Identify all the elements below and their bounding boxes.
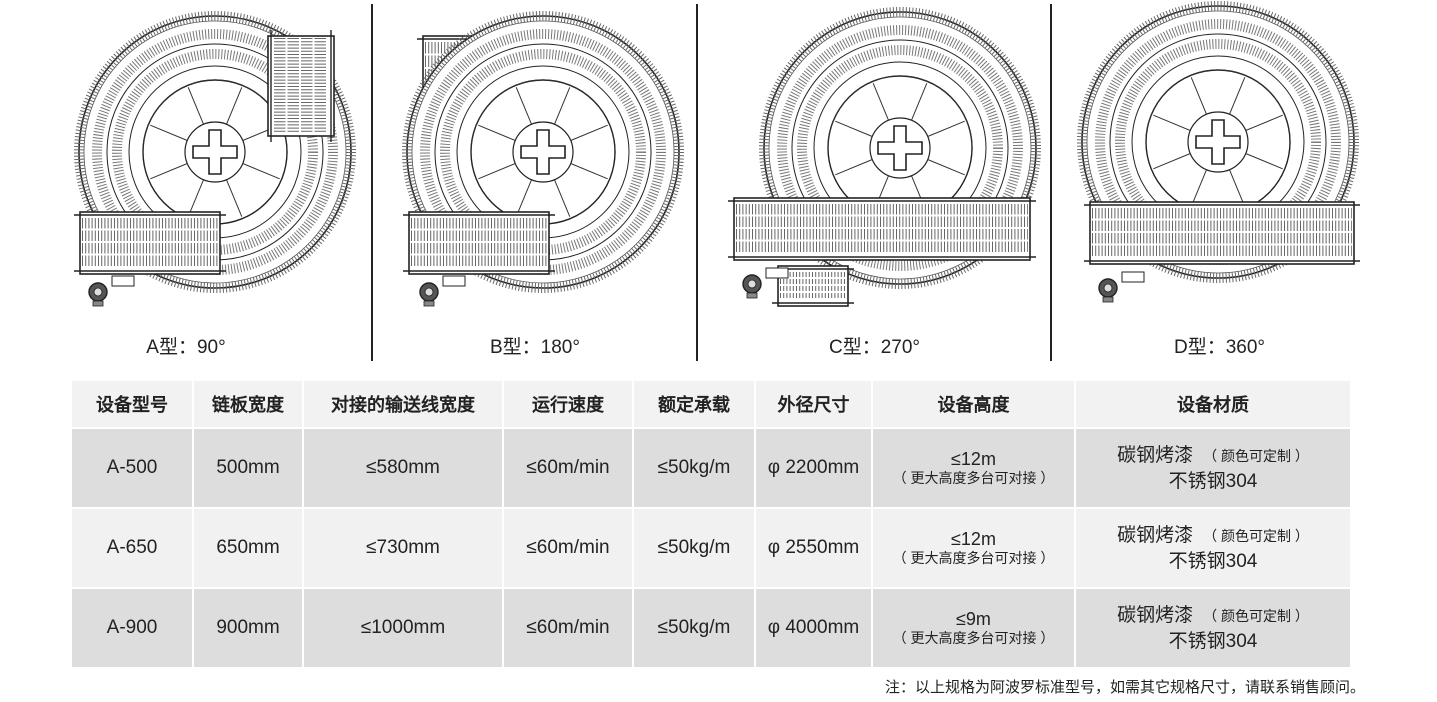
- material-note: （ 颜色可定制 ）: [1203, 447, 1309, 464]
- cell-material: 碳钢烤漆 （ 颜色可定制 ） 不锈钢304: [1075, 587, 1350, 667]
- straight-section-bottom: [728, 197, 1036, 261]
- drive-motor: [742, 267, 789, 299]
- cell-speed: ≤60m/min: [503, 507, 634, 588]
- divider-line-3: [1050, 4, 1052, 361]
- straight-section-bottom: [403, 211, 555, 275]
- cell-model: A-900: [72, 587, 194, 667]
- spec-table: 设备型号 链板宽度 对接的输送线宽度 运行速度 额定承载 外径尺寸 设备高度 设…: [72, 381, 1350, 667]
- cell-diameter: φ 2550mm: [755, 507, 873, 588]
- conveyor-diagram-d: [1077, 1, 1360, 303]
- diagram-caption-a: A型：90°: [146, 337, 226, 358]
- chain-slats-outer: [402, 11, 684, 293]
- drive-motor: [1098, 271, 1145, 303]
- material-primary: 碳钢烤漆: [1117, 444, 1194, 466]
- material-primary: 碳钢烤漆: [1117, 604, 1194, 626]
- header-speed: 运行速度: [503, 381, 634, 428]
- material-primary: 碳钢烤漆: [1117, 524, 1194, 546]
- drive-motor: [88, 275, 135, 307]
- height-value: ≤9m: [956, 609, 991, 629]
- straight-section-bottom: [74, 211, 226, 275]
- height-value: ≤12m: [951, 449, 996, 469]
- cell-line-width: ≤580mm: [303, 427, 504, 508]
- cell-line-width: ≤730mm: [303, 507, 504, 588]
- conveyor-diagram-c: [728, 7, 1041, 307]
- cell-model: A-500: [72, 427, 194, 508]
- cell-diameter: φ 2200mm: [755, 427, 873, 508]
- material-note: （ 颜色可定制 ）: [1203, 527, 1309, 544]
- material-note: （ 颜色可定制 ）: [1203, 607, 1309, 624]
- chain-slats-mid: [1095, 19, 1341, 265]
- chain-slats-mid: [420, 29, 666, 275]
- chain-slats-mid: [777, 25, 1023, 271]
- divider-line-1: [371, 4, 373, 361]
- header-diameter: 外径尺寸: [755, 381, 873, 428]
- header-model: 设备型号: [72, 381, 194, 428]
- diagram-panel-a: A型：90°: [0, 0, 372, 362]
- cell-load: ≤50kg/m: [633, 507, 756, 588]
- height-value: ≤12m: [951, 529, 996, 549]
- cell-chain-width: 500mm: [193, 427, 304, 508]
- cell-speed: ≤60m/min: [503, 427, 634, 508]
- material-secondary: 不锈钢304: [1168, 550, 1258, 572]
- table-row: A-650 650mm ≤730mm ≤60m/min ≤50kg/m φ 25…: [72, 507, 1350, 588]
- header-height: 设备高度: [872, 381, 1076, 428]
- chain-slats-mid: [92, 29, 338, 275]
- cell-speed: ≤60m/min: [503, 587, 634, 667]
- straight-section-top: [267, 30, 335, 142]
- header-line-width: 对接的输送线宽度: [303, 381, 504, 428]
- cell-load: ≤50kg/m: [633, 427, 756, 508]
- straight-section-exit: [772, 265, 854, 307]
- chain-slats-outer: [759, 7, 1041, 289]
- header-load: 额定承载: [633, 381, 756, 428]
- header-material: 设备材质: [1075, 381, 1350, 428]
- cell-line-width: ≤1000mm: [303, 587, 504, 667]
- header-chain-width: 链板宽度: [193, 381, 304, 428]
- diagram-caption-c: C型：270°: [828, 337, 921, 358]
- divider-line-2: [696, 4, 698, 361]
- material-secondary: 不锈钢304: [1168, 470, 1258, 492]
- conveyor-diagram-b: [402, 11, 684, 307]
- cross-column: [192, 129, 238, 175]
- straight-section-bottom: [1084, 201, 1360, 265]
- chain-slats-outer: [74, 11, 356, 293]
- footnote: 注：以上规格为阿波罗标准型号，如需其它规格尺寸，请联系销售顾问。: [884, 679, 1365, 696]
- height-note: （ 更大高度多台可对接 ）: [892, 550, 1055, 566]
- height-note: （ 更大高度多台可对接 ）: [892, 470, 1055, 486]
- cross-column: [520, 129, 566, 175]
- cell-height: ≤9m （ 更大高度多台可对接 ）: [872, 587, 1076, 667]
- table-row: A-500 500mm ≤580mm ≤60m/min ≤50kg/m φ 22…: [72, 427, 1350, 508]
- cell-height: ≤12m （ 更大高度多台可对接 ）: [872, 427, 1076, 508]
- chain-slats-outer: [1077, 1, 1359, 283]
- cell-chain-width: 900mm: [193, 587, 304, 667]
- cell-model: A-650: [72, 507, 194, 588]
- cell-material: 碳钢烤漆 （ 颜色可定制 ） 不锈钢304: [1075, 507, 1350, 588]
- diagram-panel-c: C型：270°: [698, 0, 1051, 362]
- diagram-caption-b: B型：180°: [490, 337, 580, 358]
- cell-chain-width: 650mm: [193, 507, 304, 588]
- conveyor-diagram-a: [74, 11, 356, 307]
- cross-column: [1195, 119, 1241, 165]
- drive-motor: [419, 275, 466, 307]
- diagram-caption-d: D型：360°: [1173, 337, 1266, 358]
- cell-material: 碳钢烤漆 （ 颜色可定制 ） 不锈钢304: [1075, 427, 1350, 508]
- cell-height: ≤12m （ 更大高度多台可对接 ）: [872, 507, 1076, 588]
- cell-load: ≤50kg/m: [633, 587, 756, 667]
- cell-diameter: φ 4000mm: [755, 587, 873, 667]
- table-header-row: 设备型号 链板宽度 对接的输送线宽度 运行速度 额定承载 外径尺寸 设备高度 设…: [72, 381, 1350, 428]
- height-note: （ 更大高度多台可对接 ）: [892, 630, 1055, 646]
- table-row: A-900 900mm ≤1000mm ≤60m/min ≤50kg/m φ 4…: [72, 587, 1350, 667]
- material-secondary: 不锈钢304: [1168, 630, 1258, 652]
- diagram-panel-b: B型：180°: [373, 0, 697, 362]
- diagram-panel-d: D型：360°: [1052, 0, 1437, 362]
- cross-column: [877, 125, 923, 171]
